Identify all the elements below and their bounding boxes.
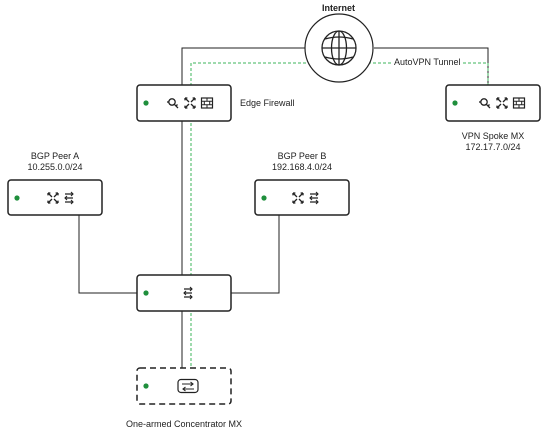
bgp-peer-b-subnet: 192.168.4.0/24 — [271, 162, 333, 172]
router-icon — [64, 191, 74, 205]
status-led — [14, 195, 20, 201]
concentrator-label: One-armed Concentrator MX — [125, 419, 243, 429]
link-peer-b-core — [231, 215, 280, 294]
edge-firewall-device[interactable] — [136, 84, 232, 122]
globe-icon — [321, 30, 357, 66]
autovpn-tunnel-path — [190, 62, 489, 371]
status-led — [452, 100, 458, 106]
link-internet-edge — [181, 47, 305, 85]
link-peer-a-core — [78, 215, 137, 294]
internet-label: Internet — [322, 3, 356, 13]
internet-node — [304, 13, 374, 83]
concentrator-device[interactable] — [136, 367, 232, 405]
vpn-spoke-subnet: 172.17.7.0/24 — [465, 142, 521, 152]
router-icon — [183, 286, 193, 300]
autovpn-tunnel-label: AutoVPN Tunnel — [392, 57, 463, 68]
bgp-peer-a-device[interactable] — [7, 179, 103, 216]
core-router-device[interactable] — [136, 274, 232, 312]
vpn-spoke-label: VPN Spoke MX — [461, 131, 525, 141]
status-led — [143, 290, 149, 296]
swap-arrows-icon — [177, 378, 199, 394]
bgp-peer-a-subnet: 10.255.0.0/24 — [27, 162, 83, 172]
bgp-peer-b-label: BGP Peer B — [277, 151, 327, 161]
bgp-peer-a-label: BGP Peer A — [30, 151, 80, 161]
status-led — [143, 383, 149, 389]
edge-firewall-label: Edge Firewall — [240, 98, 295, 108]
vpn-spoke-device[interactable] — [445, 84, 541, 122]
links — [78, 47, 489, 368]
status-led — [143, 100, 149, 106]
router-icon — [309, 191, 319, 205]
bgp-peer-b-device[interactable] — [254, 179, 350, 216]
status-led — [261, 195, 267, 201]
link-internet-spoke — [374, 47, 489, 85]
